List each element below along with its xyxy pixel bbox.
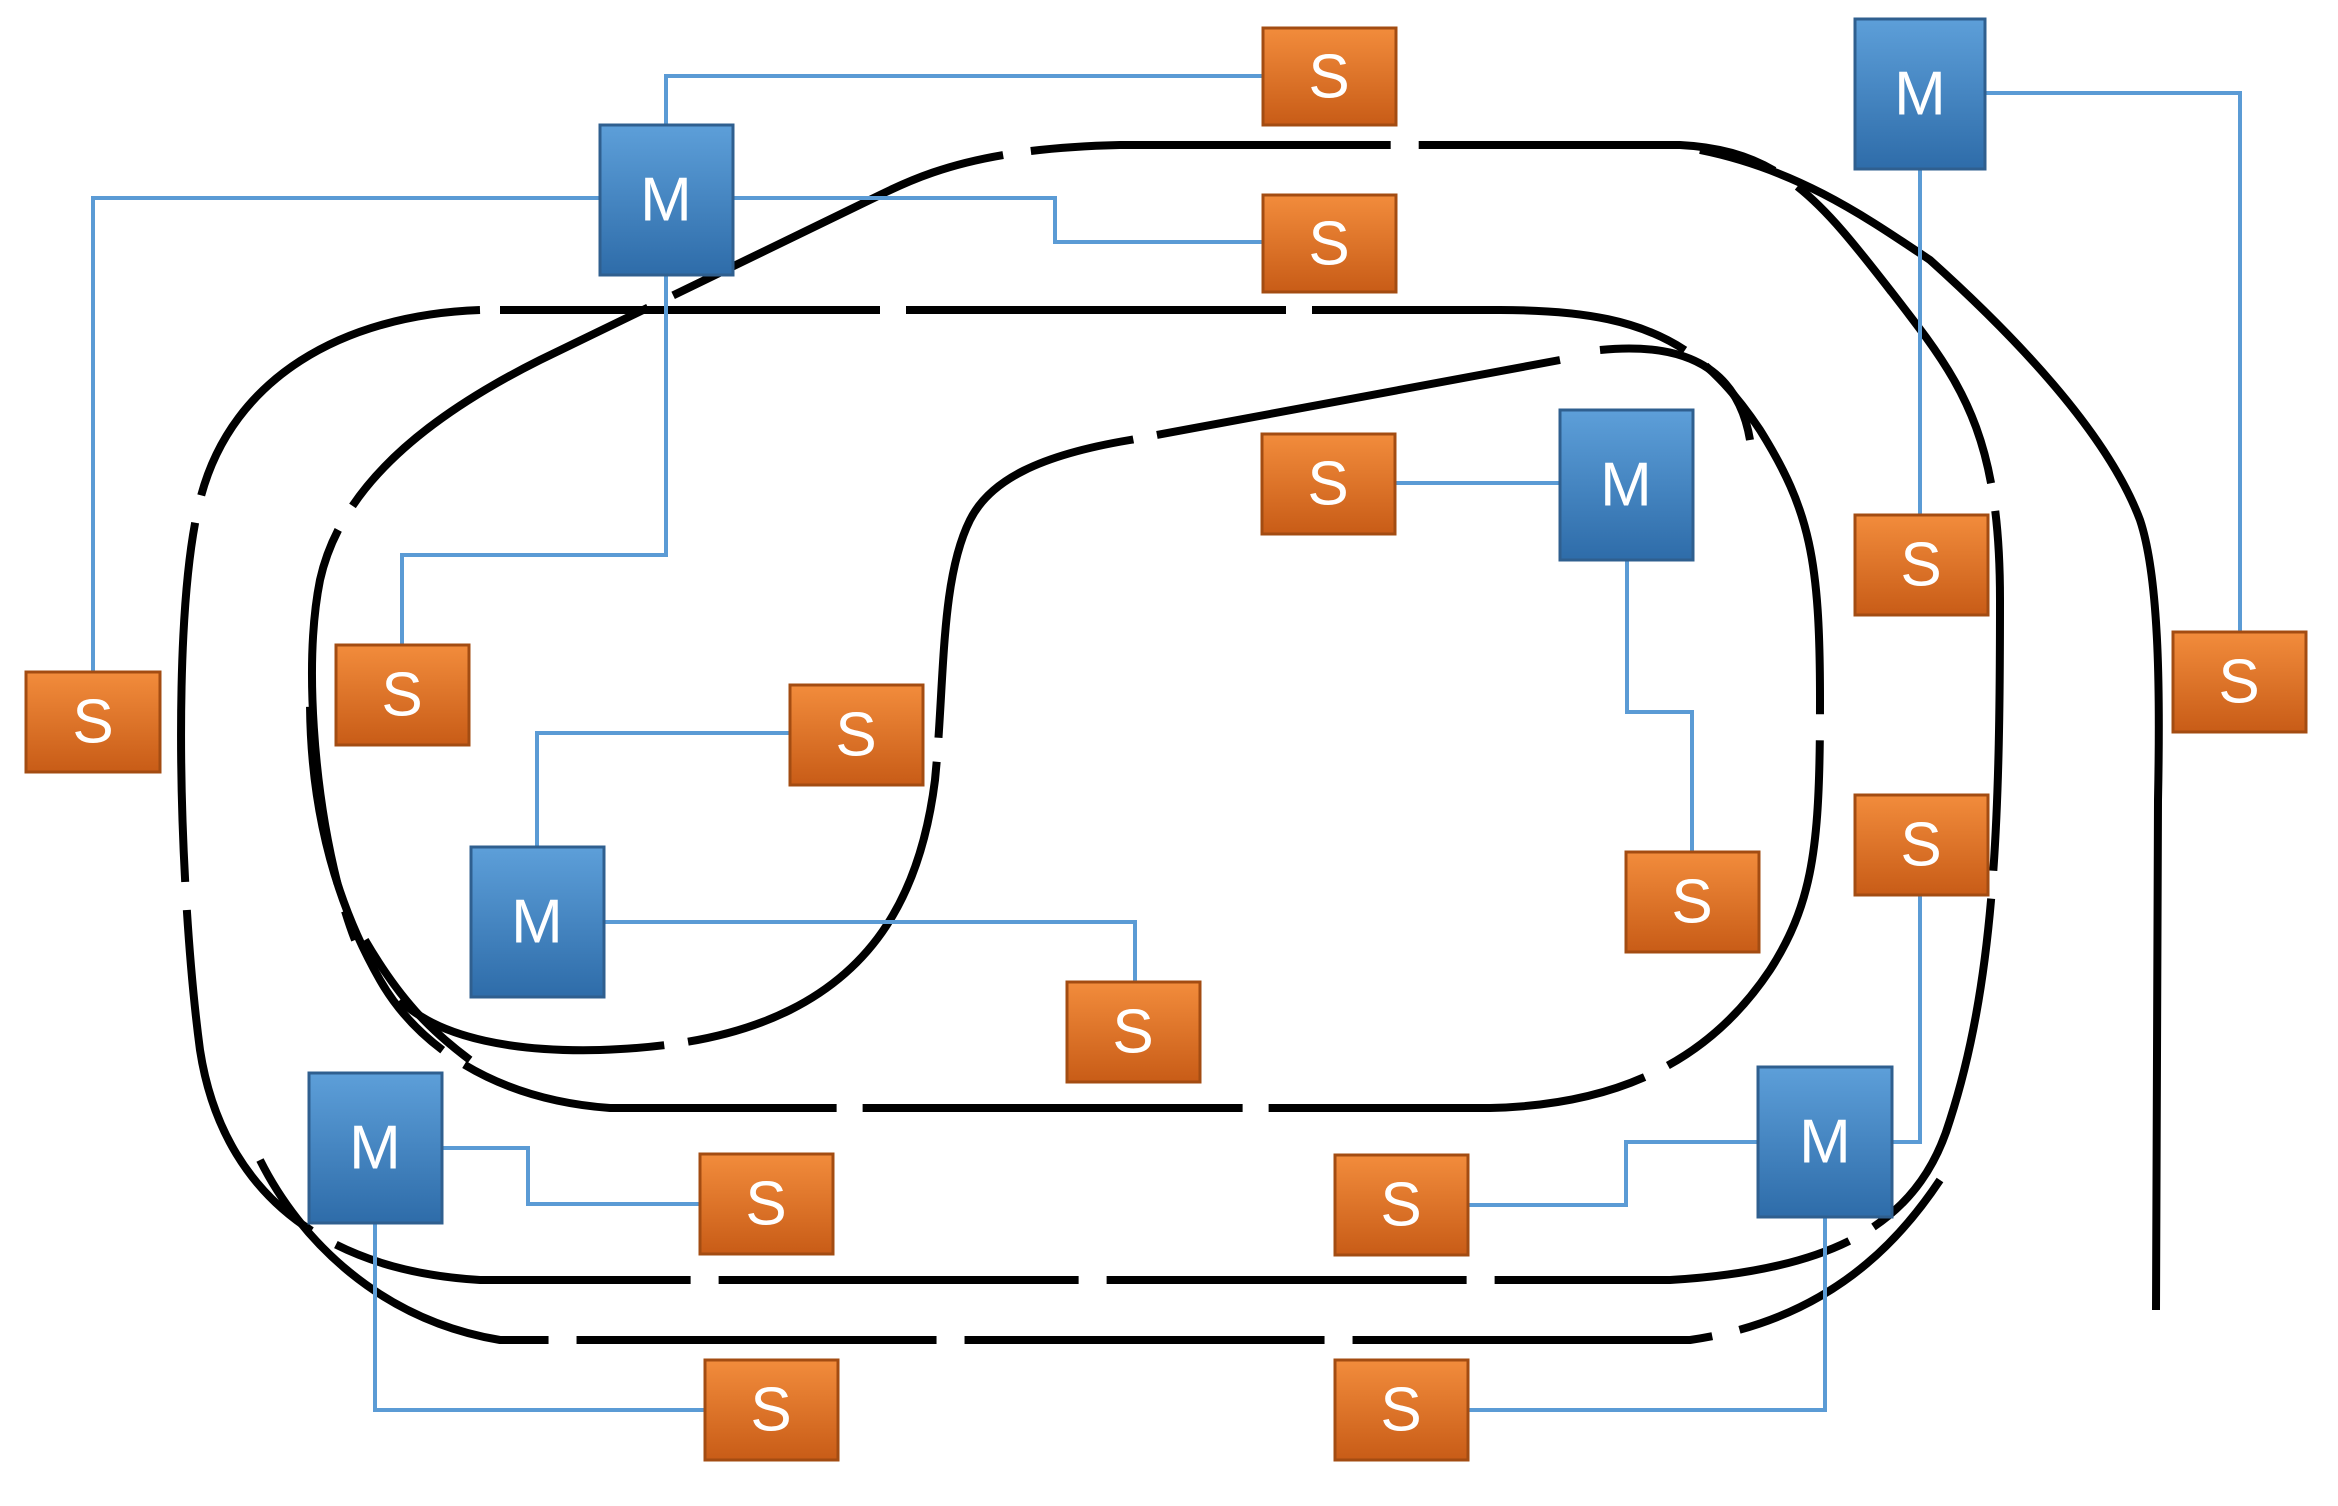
slave-label: S <box>1308 43 1349 112</box>
slave-node-11[interactable]: S <box>1065 980 1202 1084</box>
link-m6-s-down <box>1468 1218 1827 1412</box>
slave-node-1[interactable]: S <box>1261 26 1398 127</box>
master-node-2[interactable]: M <box>1853 17 1987 171</box>
link-m4-s-right <box>605 920 1137 982</box>
master-label: M <box>1600 451 1652 520</box>
slave-label: S <box>750 1376 791 1445</box>
track-loop-middle <box>306 306 1825 1112</box>
slave-label: S <box>1380 1171 1421 1240</box>
slave-label: S <box>1671 868 1712 937</box>
slave-node-10[interactable]: S <box>1624 850 1761 954</box>
master-label: M <box>511 888 563 957</box>
link-m1-s-top <box>664 74 1265 125</box>
master-label: M <box>640 166 692 235</box>
slave-node-8[interactable]: S <box>2171 630 2308 734</box>
link-m1-s-left <box>91 196 600 672</box>
slave-label: S <box>1900 531 1941 600</box>
link-m5-s-down <box>373 1222 705 1412</box>
slave-label: S <box>835 701 876 770</box>
link-m6-s-left <box>1468 1140 1757 1207</box>
slave-node-15[interactable]: S <box>1333 1358 1470 1462</box>
track-branch-right <box>1699 146 2163 1311</box>
master-node-6[interactable]: M <box>1756 1065 1894 1219</box>
slave-label: S <box>1308 210 1349 279</box>
slave-node-3[interactable]: S <box>24 670 162 774</box>
slave-node-7[interactable]: S <box>1853 513 1990 617</box>
master-node-3[interactable]: M <box>1558 408 1695 562</box>
master-label: M <box>1799 1108 1851 1177</box>
slave-label: S <box>1900 811 1941 880</box>
master-node-5[interactable]: M <box>307 1071 444 1225</box>
slave-label: S <box>1380 1376 1421 1445</box>
slave-node-13[interactable]: S <box>1333 1153 1470 1257</box>
link-m4-s-up <box>535 731 790 847</box>
slave-node-14[interactable]: S <box>703 1358 840 1462</box>
master-node-4[interactable]: M <box>469 845 606 999</box>
slave-node-4[interactable]: S <box>334 643 471 747</box>
slave-label: S <box>72 688 113 757</box>
master-label: M <box>349 1114 401 1183</box>
link-m1-s-mid <box>400 275 668 645</box>
link-m3-s-down <box>1625 560 1694 852</box>
slave-node-12[interactable]: S <box>698 1152 835 1256</box>
link-m5-s-right <box>443 1146 700 1206</box>
master-node-1[interactable]: M <box>598 123 735 277</box>
slave-node-2[interactable]: S <box>1261 193 1398 294</box>
slave-node-6[interactable]: S <box>1260 432 1397 536</box>
link-m2-s-b <box>1985 91 2242 632</box>
slave-label: S <box>2218 648 2259 717</box>
link-m1-s-top2 <box>733 196 1265 244</box>
track-connector-left <box>361 937 473 1064</box>
slave-node-5[interactable]: S <box>788 683 925 787</box>
master-label: M <box>1894 60 1946 129</box>
slave-node-9[interactable]: S <box>1853 793 1990 897</box>
tracks <box>177 141 2163 1344</box>
slave-label: S <box>745 1170 786 1239</box>
slave-nodes: S S S S S S S S <box>24 26 2308 1462</box>
slave-label: S <box>1112 998 1153 1067</box>
track-loop-outer <box>177 141 2005 1284</box>
link-m6-s-up <box>1893 895 1922 1144</box>
slave-label: S <box>1307 450 1348 519</box>
track-loop-inner <box>397 344 1754 1055</box>
slave-label: S <box>381 661 422 730</box>
master-nodes: M M M M M M <box>307 17 1987 1225</box>
links <box>91 74 2242 1412</box>
track-loop-lower <box>256 1158 1944 1344</box>
